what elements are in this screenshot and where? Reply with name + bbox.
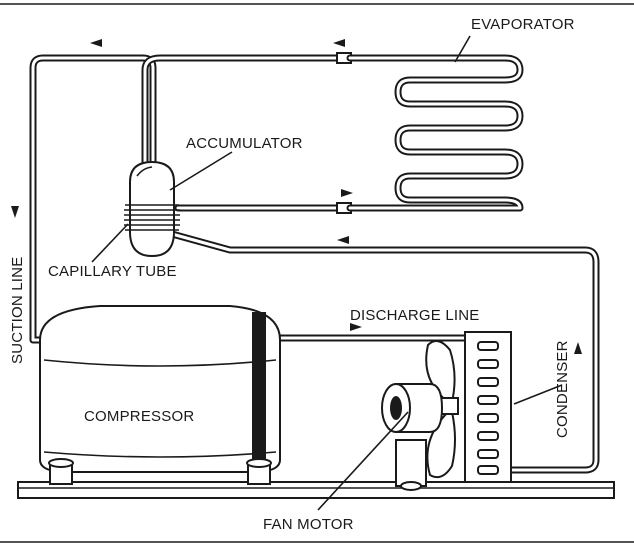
suction-line-label: SUCTION LINE [9,257,26,364]
capillary-tube-label: CAPILLARY TUBE [48,263,177,280]
accumulator-label: ACCUMULATOR [186,135,303,152]
arrow-left-icon [337,236,349,244]
arrow-left-icon [90,39,102,47]
compressor-label: COMPRESSOR [84,408,194,425]
arrow-right-icon [350,323,362,331]
accumulator [124,162,180,256]
arrow-up-icon [574,342,582,354]
arrow-right-icon [341,189,353,197]
condenser-label: CONDENSER [554,340,571,438]
fan-motor-label: FAN MOTOR [263,516,354,533]
base-plate [18,482,614,498]
condenser [465,332,511,482]
evaporator-label: EVAPORATOR [471,16,575,33]
compressor [40,306,280,484]
discharge-line-label: DISCHARGE LINE [350,307,480,324]
arrow-left-icon [333,39,345,47]
evaporator-coil [350,58,520,208]
arrow-down-icon [11,206,19,218]
